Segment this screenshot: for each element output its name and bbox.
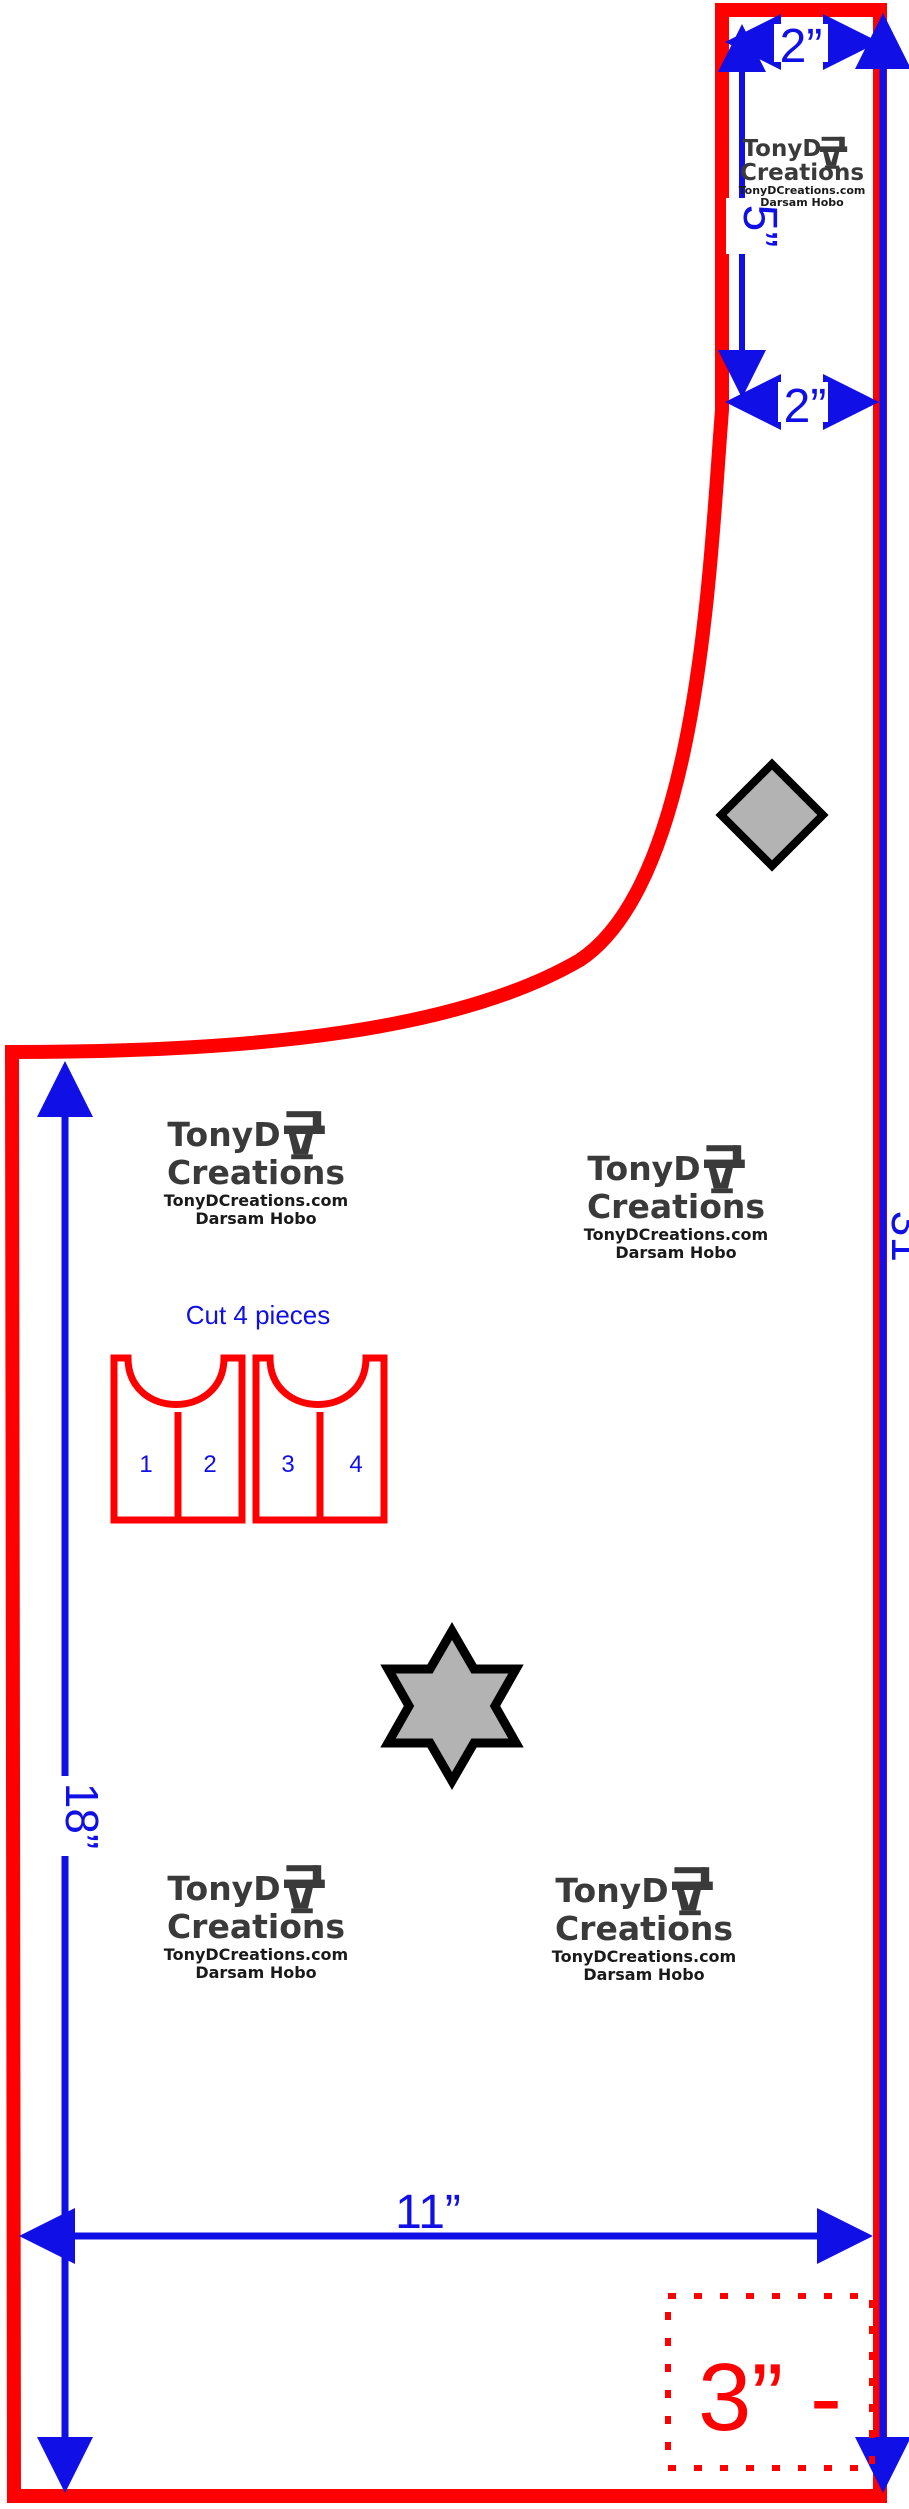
svg-text:Darsam Hobo: Darsam Hobo	[615, 1243, 736, 1262]
piece-number: 3	[281, 1451, 294, 1478]
svg-text:TonyD: TonyD	[167, 1869, 280, 1908]
svg-text:TonyD: TonyD	[167, 1115, 280, 1154]
svg-text:Creations: Creations	[167, 1153, 345, 1192]
logo-upper-right: TonyD Creations TonyDCreations.com Darsa…	[584, 1145, 768, 1262]
logo-lower-left: TonyD Creations TonyDCreations.com Darsa…	[164, 1865, 348, 1982]
lower-length-label: 18”	[56, 1783, 108, 1849]
svg-text:Darsam Hobo: Darsam Hobo	[195, 1963, 316, 1982]
svg-text:Creations: Creations	[740, 160, 864, 186]
logo-lower-right: TonyD Creations TonyDCreations.com Darsa…	[552, 1867, 736, 1984]
svg-text:TonyDCreations.com: TonyDCreations.com	[552, 1947, 736, 1966]
seam-note-label: 3” -	[698, 2344, 842, 2451]
piece-number: 2	[203, 1451, 216, 1478]
strap-length-label: 5”	[733, 205, 786, 248]
width-label: 11”	[395, 2186, 461, 2239]
svg-text:TonyDCreations.com: TonyDCreations.com	[584, 1225, 768, 1244]
total-length-label: 31”	[882, 1211, 909, 1277]
piece-number: 1	[139, 1451, 152, 1478]
logo-upper-left: TonyD Creations TonyDCreations.com Darsa…	[164, 1111, 348, 1228]
svg-text:TonyD: TonyD	[587, 1149, 700, 1188]
seam-note-box	[665, 2293, 875, 2471]
svg-text:Creations: Creations	[167, 1907, 345, 1946]
svg-text:TonyDCreations.com: TonyDCreations.com	[739, 184, 866, 197]
svg-text:Creations: Creations	[555, 1909, 733, 1948]
cut-piece-pair-left	[110, 1354, 246, 1524]
svg-text:TonyDCreations.com: TonyDCreations.com	[164, 1191, 348, 1210]
logo-strap: TonyD Creations TonyDCreations.com Darsa…	[739, 136, 866, 209]
svg-text:Darsam Hobo: Darsam Hobo	[583, 1965, 704, 1984]
piece-number: 4	[349, 1451, 362, 1478]
svg-text:Darsam Hobo: Darsam Hobo	[760, 196, 844, 209]
diamond-marker	[715, 758, 829, 872]
svg-text:Creations: Creations	[587, 1187, 765, 1226]
svg-text:TonyD: TonyD	[743, 136, 822, 162]
cut-pieces-diagram: 1 2 3 4	[110, 1354, 388, 1524]
strap-bottom-width-label: 2”	[784, 380, 827, 433]
svg-text:Darsam Hobo: Darsam Hobo	[195, 1209, 316, 1228]
svg-text:TonyD: TonyD	[555, 1871, 668, 1910]
star-marker	[380, 1622, 524, 1790]
pattern-outline	[4, 3, 887, 2503]
svg-text:TonyDCreations.com: TonyDCreations.com	[164, 1945, 348, 1964]
cut-piece-pair-right	[252, 1354, 388, 1524]
top-width-label: 2”	[780, 20, 823, 73]
cut-instruction: Cut 4 pieces	[186, 1300, 331, 1330]
